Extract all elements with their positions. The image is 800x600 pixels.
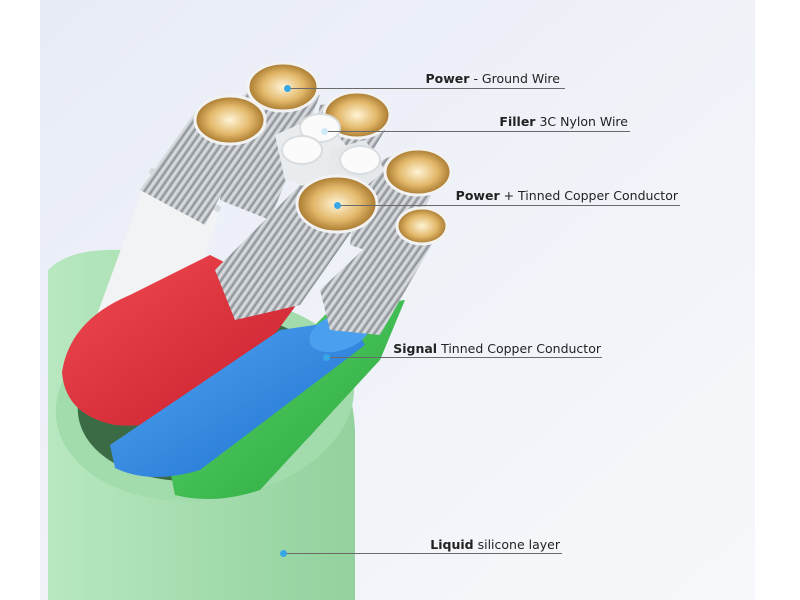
callout-key: Power: [455, 188, 500, 203]
filler-nylon-end: [339, 145, 381, 175]
end-face-left: [193, 94, 267, 146]
callout-power-plus: Power + Tinned Copper Conductor: [456, 188, 678, 204]
callout-text: - Ground Wire: [473, 71, 560, 86]
leader-line-power-plus: [337, 205, 680, 206]
callout-signal: Signal Tinned Copper Conductor: [393, 341, 601, 357]
callout-filler: Filler 3C Nylon Wire: [499, 114, 628, 130]
dot-icon: [333, 201, 341, 209]
leader-line-signal: [326, 357, 602, 358]
callout-text: + Tinned Copper Conductor: [503, 188, 678, 203]
filler-nylon-end: [281, 135, 323, 165]
dot-icon: [279, 549, 287, 557]
end-face-right: [383, 147, 453, 197]
callout-text: silicone layer: [477, 537, 560, 552]
callout-key: Filler: [499, 114, 536, 129]
conductor-ends: [193, 61, 453, 246]
end-face-ground: [246, 61, 320, 113]
leader-line-power-ground: [289, 88, 565, 89]
callout-text: 3C Nylon Wire: [539, 114, 628, 129]
callout-key: Liquid: [430, 537, 474, 552]
callout-power-ground: Power - Ground Wire: [426, 71, 561, 87]
callout-text: Tinned Copper Conductor: [441, 341, 601, 356]
leader-line-filler: [325, 131, 630, 132]
callout-liquid: Liquid silicone layer: [430, 537, 560, 553]
filler-nylon-end: [299, 113, 341, 143]
dot-icon: [322, 353, 330, 361]
callout-key: Power: [425, 71, 470, 86]
dot-icon: [283, 84, 291, 92]
dot-icon: [320, 127, 328, 135]
callout-key: Signal: [393, 341, 438, 356]
leader-line-liquid: [283, 553, 562, 554]
end-face-lower-right: [395, 206, 449, 246]
